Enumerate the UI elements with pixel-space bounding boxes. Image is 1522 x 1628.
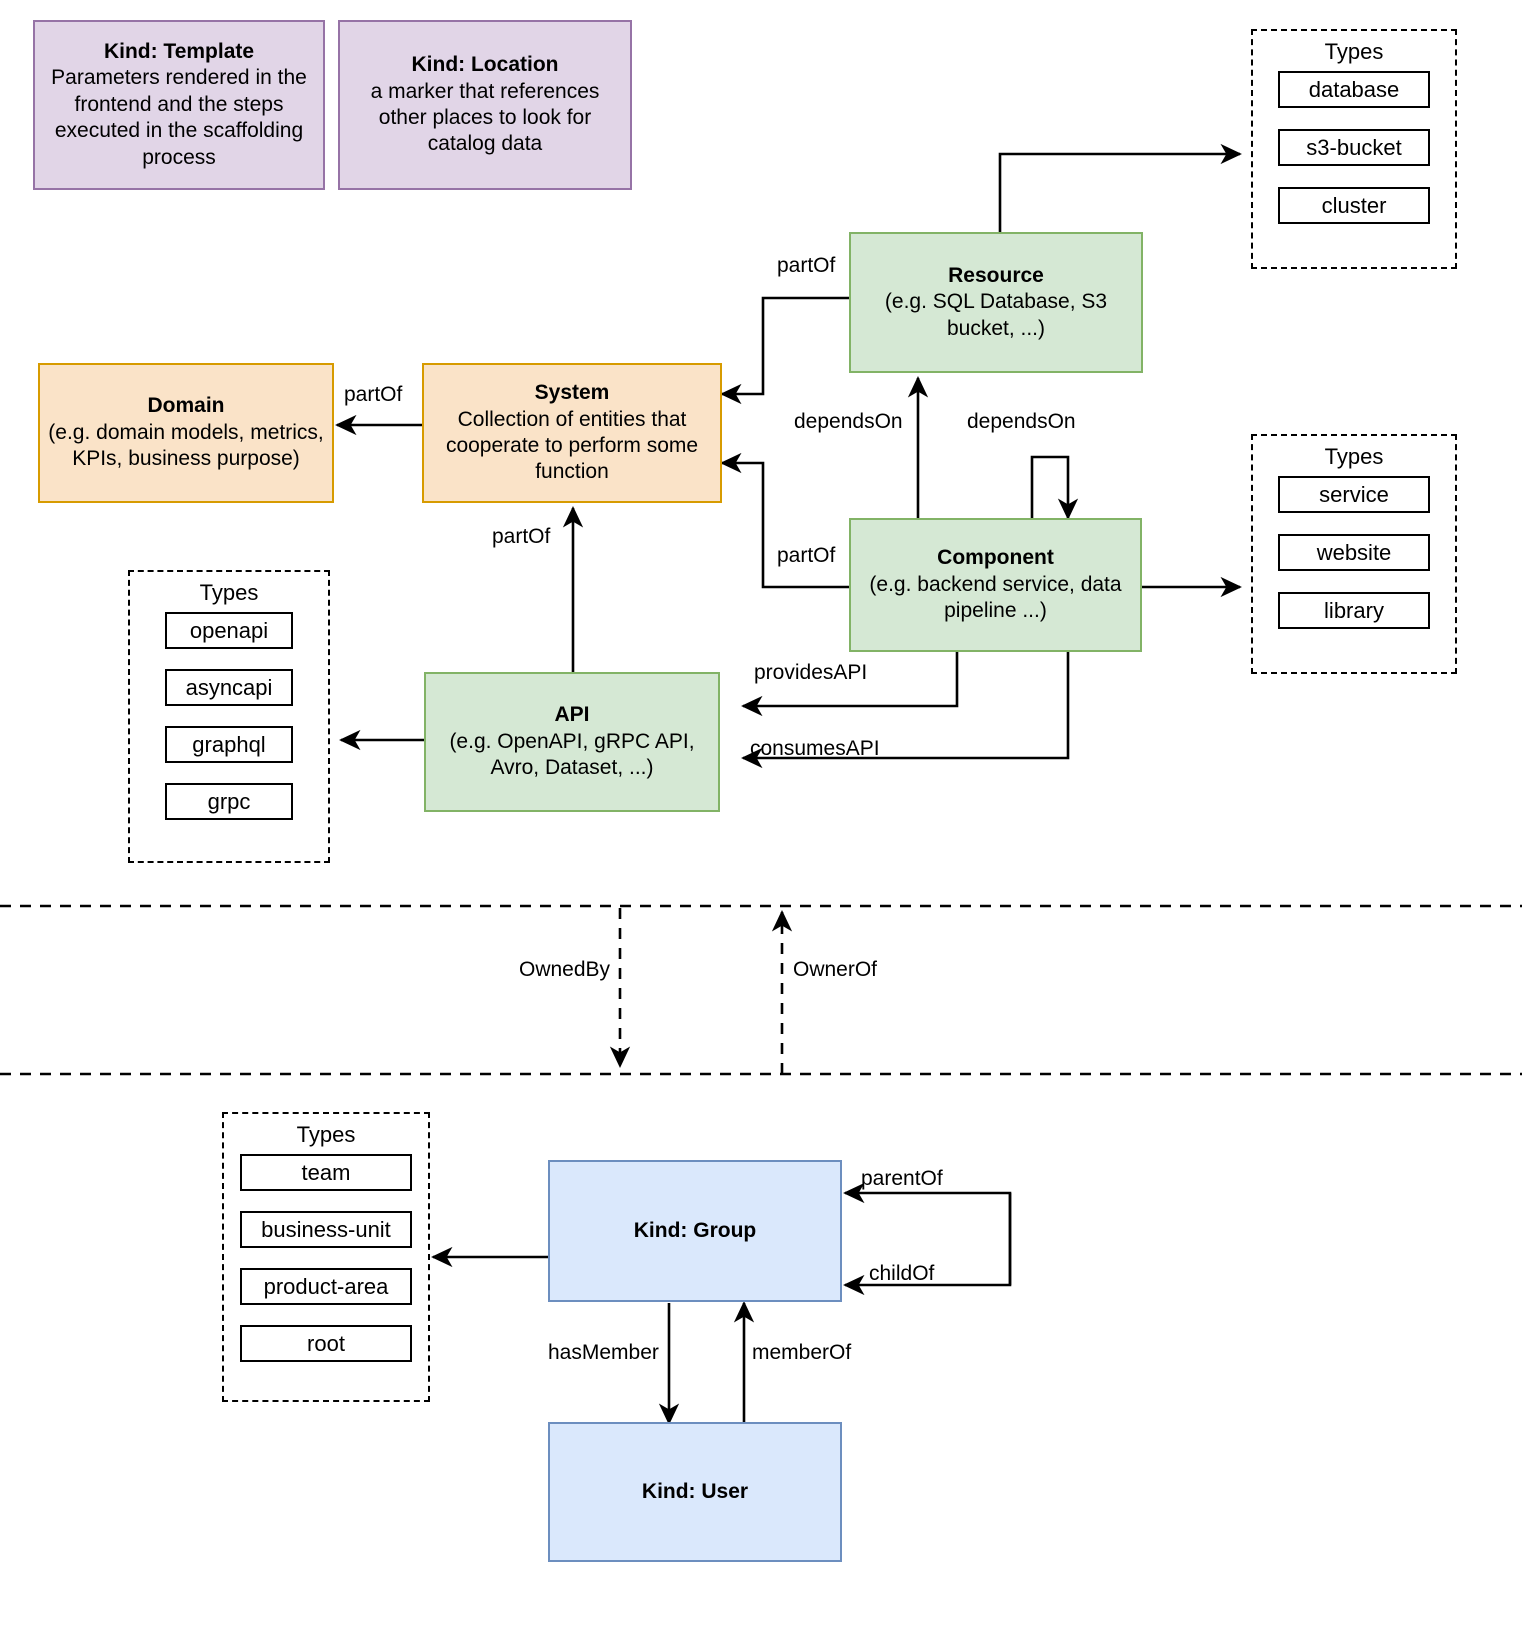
node-kind-template[interactable]: Kind: Template Parameters rendered in th… [33, 20, 325, 190]
edge-label-parentof: parentOf [861, 1167, 943, 1190]
node-component-title: Component [937, 546, 1054, 570]
types-group-api: Types openapi asyncapi graphql grpc [128, 570, 330, 863]
node-domain-desc: (e.g. domain models, metrics, KPIs, busi… [48, 420, 324, 471]
type-chip-business-unit[interactable]: business-unit [240, 1211, 412, 1248]
edge-resource-partof-system [720, 296, 880, 405]
node-resource[interactable]: Resource (e.g. SQL Database, S3 bucket, … [849, 232, 1143, 373]
node-component[interactable]: Component (e.g. backend service, data pi… [849, 518, 1142, 652]
node-kind-template-title: Kind: Template [103, 39, 255, 63]
edge-label-childof: childOf [869, 1262, 935, 1285]
edge-group-childof [843, 1193, 1012, 1296]
node-api-desc: (e.g. OpenAPI, gRPC API, Avro, Dataset, … [449, 729, 695, 780]
type-chip-product-area[interactable]: product-area [240, 1268, 412, 1305]
node-kind-user[interactable]: Kind: User [548, 1422, 842, 1562]
node-kind-user-title: Kind: User [641, 1479, 749, 1503]
type-chip-root[interactable]: root [240, 1325, 412, 1362]
type-chip-openapi[interactable]: openapi [165, 612, 293, 649]
edge-component-consumesapi-api [741, 650, 1070, 769]
edge-component-providesapi-api [741, 650, 959, 717]
type-chip-team[interactable]: team [240, 1154, 412, 1191]
edge-label-component-dependson-component: dependsOn [967, 410, 1076, 433]
edge-resource-to-types [998, 143, 1242, 235]
node-system[interactable]: System Collection of entities that coope… [422, 363, 722, 503]
node-domain[interactable]: Domain (e.g. domain models, metrics, KPI… [38, 363, 334, 503]
edge-label-hasmember: hasMember [548, 1341, 659, 1364]
node-kind-location-title: Kind: Location [411, 53, 559, 77]
edge-label-api-partof: partOf [492, 525, 551, 548]
type-chip-website[interactable]: website [1278, 534, 1430, 571]
edge-label-resource-partof: partOf [777, 254, 836, 277]
node-kind-template-desc: Parameters rendered in the frontend and … [51, 66, 307, 169]
edge-label-memberof: memberOf [752, 1341, 852, 1364]
node-api-title: API [554, 703, 590, 727]
types-group-component-label: Types [1324, 444, 1384, 469]
type-chip-grpc[interactable]: grpc [165, 783, 293, 820]
edge-component-dependson-component [1030, 455, 1079, 521]
node-domain-title: Domain [147, 394, 225, 418]
node-system-desc: Collection of entities that cooperate to… [445, 407, 699, 484]
node-resource-desc: (e.g. SQL Database, S3 bucket, ...) [884, 290, 1108, 340]
type-chip-database[interactable]: database [1278, 71, 1430, 108]
type-chip-service[interactable]: service [1278, 476, 1430, 513]
type-chip-cluster[interactable]: cluster [1278, 187, 1430, 224]
types-group-resource-label: Types [1324, 39, 1384, 64]
type-chip-library[interactable]: library [1278, 592, 1430, 629]
edge-label-system-partof: partOf [344, 383, 403, 406]
edge-label-ownerof: OwnerOf [793, 958, 878, 981]
edge-component-partof-system [720, 452, 850, 589]
types-group-resource: Types database s3-bucket cluster [1251, 29, 1457, 269]
type-chip-asyncapi[interactable]: asyncapi [165, 669, 293, 706]
node-kind-location[interactable]: Kind: Location a marker that references … [338, 20, 632, 190]
edge-label-ownedby: OwnedBy [519, 958, 611, 981]
edge-label-providesapi: providesAPI [754, 661, 868, 684]
edge-label-consumesapi: consumesAPI [750, 737, 880, 760]
node-system-title: System [534, 381, 610, 405]
type-chip-s3-bucket[interactable]: s3-bucket [1278, 129, 1430, 166]
types-group-group-label: Types [296, 1122, 356, 1147]
node-api[interactable]: API (e.g. OpenAPI, gRPC API, Avro, Datas… [424, 672, 720, 812]
types-group-component: Types service website library [1251, 434, 1457, 674]
types-group-api-label: Types [199, 580, 259, 605]
node-kind-location-desc: a marker that references other places to… [370, 79, 600, 156]
edge-label-component-partof: partOf [777, 544, 836, 567]
node-kind-group[interactable]: Kind: Group [548, 1160, 842, 1302]
type-chip-graphql[interactable]: graphql [165, 726, 293, 763]
edge-label-component-dependson-resource: dependsOn [794, 410, 903, 433]
node-component-desc: (e.g. backend service, data pipeline ...… [869, 572, 1122, 623]
node-resource-title: Resource [948, 263, 1044, 287]
node-kind-group-title: Kind: Group [633, 1218, 757, 1242]
types-group-group: Types team business-unit product-area ro… [222, 1112, 430, 1402]
